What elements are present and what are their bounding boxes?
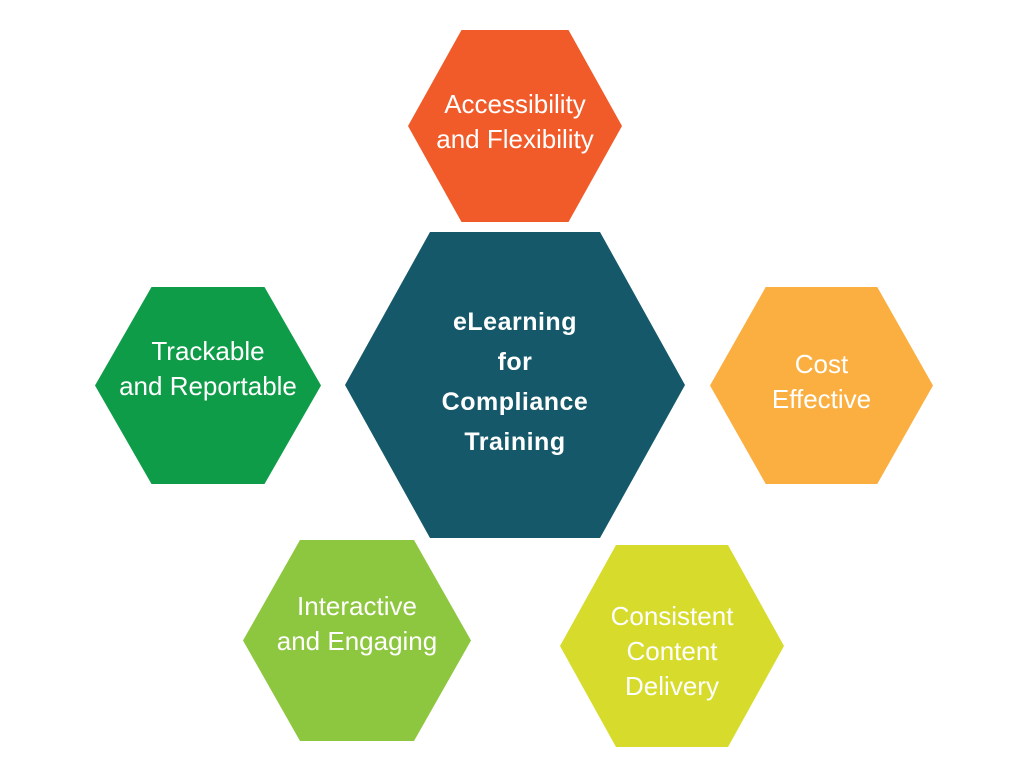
label-line: and Flexibility (436, 124, 594, 154)
label-line: Accessibility (444, 89, 586, 119)
hexagon-label-cost-effective: Cost Effective (772, 347, 871, 417)
label-line: and Reportable (119, 370, 297, 401)
label-line: Cost (794, 348, 849, 379)
label-line: Content (626, 635, 718, 666)
label-line: eLearning (453, 308, 577, 336)
label-line: Compliance (441, 388, 589, 416)
label-line: Delivery (625, 670, 719, 701)
hexagon-interactive-and-engaging: Interactive and Engaging (243, 540, 471, 741)
hexagon-label-interactive-and-engaging: Interactive and Engaging (277, 589, 437, 659)
hexagon-accessibility-and-flexibility: Accessibility and Flexibility (408, 30, 622, 222)
hexagon-label-trackable-and-reportable: Trackable and Reportable (119, 334, 297, 404)
label-line: for (497, 348, 533, 376)
hexagon-label-consistent-content-delivery: Consistent Content Delivery (611, 599, 734, 704)
hexagon-cost-effective: Cost Effective (710, 287, 933, 484)
label-line: Training (464, 428, 566, 456)
hexagon-elearning-for-compliance-training: eLearning for Compliance Training (345, 232, 685, 538)
hexagon-consistent-content-delivery: Consistent Content Delivery (560, 545, 784, 747)
hexagon-label-accessibility-and-flexibility: Accessibility and Flexibility (436, 87, 594, 157)
label-line: Interactive (297, 590, 417, 621)
hexagon-trackable-and-reportable: Trackable and Reportable (95, 287, 321, 484)
label-line: Trackable (151, 335, 265, 366)
label-line: and Engaging (276, 625, 438, 656)
hexagon-label-elearning-for-compliance-training: eLearning for Compliance Training (442, 302, 589, 462)
label-line: Consistent (610, 600, 734, 631)
label-line: Effective (771, 383, 872, 414)
